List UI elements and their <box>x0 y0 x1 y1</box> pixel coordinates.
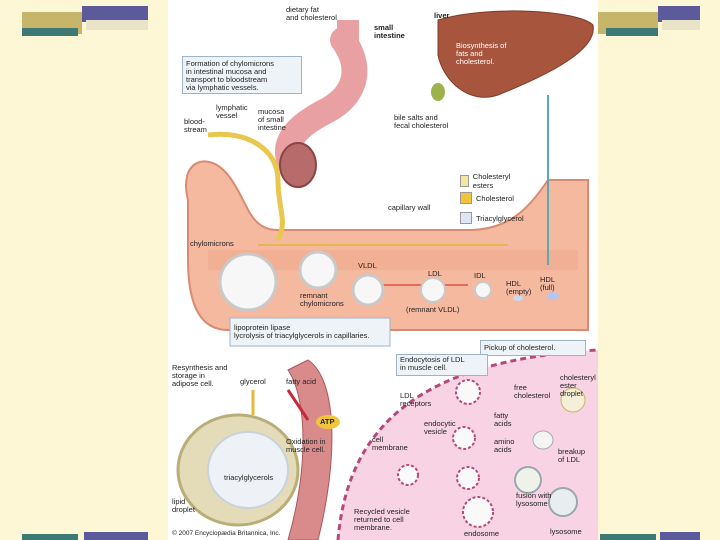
label-oxidation: Oxidation in muscle cell. <box>286 437 326 454</box>
label-vldl: VLDL <box>358 261 377 270</box>
label-mucosa: mucosa of small intestine <box>258 107 286 132</box>
liver-shape <box>437 10 594 98</box>
pickup-box <box>480 340 586 356</box>
label-bile-salts: bile salts and fecal cholesterol <box>394 113 449 130</box>
label-pickup: Pickup of cholesterol. <box>484 343 556 352</box>
label-copyright: © 2007 Encyclopædia Britannica, Inc. <box>172 530 281 537</box>
label-cholesteryl-ester-droplet: cholesteryl ester droplet <box>560 373 596 398</box>
label-fatty-acids: fatty acids <box>494 411 512 428</box>
lipid-metabolism-diagram: dietary fat and cholesterol small intest… <box>168 0 598 540</box>
label-ldl-receptors: LDL receptors <box>400 391 432 408</box>
idl-particle <box>474 281 492 299</box>
bottom-left-block-blue <box>84 532 148 540</box>
vesicle-3 <box>456 466 480 490</box>
label-endocytosis: Endocytosis of LDL in muscle cell. <box>400 355 465 372</box>
cholesterol-icon <box>460 192 472 204</box>
label-hdl-empty: HDL (empty) <box>506 279 532 296</box>
top-left-block-light <box>86 20 148 30</box>
label-formation: Formation of chylomicrons in intestinal … <box>186 59 274 92</box>
chylomicron-medium <box>298 250 338 290</box>
legend-label: Cholesteryl esters <box>472 172 511 190</box>
top-right-block-light <box>662 20 700 30</box>
vesicle-1 <box>455 379 481 405</box>
bottom-right-block-blue <box>660 532 700 540</box>
label-glycerol: glycerol <box>240 377 266 386</box>
chylomicron-large <box>218 252 278 312</box>
label-endosome: endosome <box>464 529 500 538</box>
legend-label: Cholesterol <box>476 193 514 203</box>
gallbladder <box>431 83 445 101</box>
label-remnant-vldl: (remnant VLDL) <box>406 305 460 314</box>
vldl-particle <box>420 277 446 303</box>
endosome-shape <box>462 496 494 528</box>
label-resynthesis: Resynthesis and storage in adipose cell. <box>172 363 228 388</box>
legend-item-cholesteryl-esters: Cholesteryl esters <box>460 172 514 190</box>
label-ldl: LDL <box>428 269 442 278</box>
label-biosynthesis: Biosynthesis of fats and cholesterol. <box>456 41 507 66</box>
label-chylomicrons: chylomicrons <box>190 239 234 248</box>
top-right-block-blue <box>658 6 700 22</box>
label-lysosome: lysosome <box>550 527 582 536</box>
label-endocytic-vesicle: endocytic vesicle <box>424 419 456 436</box>
triacylglycerol-icon <box>460 212 472 224</box>
legend-item-cholesterol: Cholesterol <box>460 192 514 204</box>
legend-item-triacylglycerol: Triacylglycerol <box>460 212 524 224</box>
legend-label: Triacylglycerol <box>476 213 524 223</box>
lipase-box <box>229 317 391 347</box>
lysosome-shape <box>548 487 578 517</box>
label-lipoprotein-lipase: lipoprotein lipase lycrolysis of triacyl… <box>234 323 370 340</box>
label-amino-acids: amino acids <box>494 437 515 454</box>
lymphatic-vessel-path <box>207 131 285 242</box>
hdl-empty-particle <box>513 295 523 301</box>
label-idl: IDL <box>474 271 486 280</box>
label-small-intestine: small intestine <box>374 23 405 40</box>
vesicle-2 <box>452 426 476 450</box>
bottom-right-block-teal <box>600 534 656 540</box>
muscle-fiber <box>287 359 333 540</box>
label-lymphatic-vessel: lymphatic vessel <box>216 103 248 120</box>
label-capillary-wall: capillary wall <box>388 203 431 212</box>
arrow-fatty-acid <box>286 389 310 421</box>
label-cell-membrane: cell membrane <box>372 435 408 452</box>
hdl-full-particle <box>547 292 559 300</box>
bottom-left-block-teal <box>22 534 78 540</box>
top-left-block-teal <box>22 28 78 36</box>
lipid-droplet-shape <box>207 431 289 509</box>
vesicle-4 <box>397 464 419 486</box>
endocytosis-box <box>396 354 488 376</box>
label-dietary-fat: dietary fat and cholesterol <box>286 5 337 22</box>
top-right-block-teal <box>606 28 658 36</box>
label-fatty-acid: fatty acid <box>286 377 317 386</box>
top-left-block-blue <box>82 6 148 22</box>
diagram-artwork <box>176 10 598 540</box>
label-free-cholesterol: free cholesterol <box>514 383 551 400</box>
label-breakup-ldl: breakup of LDL <box>558 447 586 464</box>
label-lipid-droplet: lipid droplet <box>172 497 195 514</box>
label-hdl-full: HDL (full) <box>540 275 556 292</box>
label-remnant-chylomicrons: remnant chylomicrons <box>300 291 344 308</box>
muscle-cell-membrane <box>336 348 598 540</box>
ester-droplet-shape <box>560 387 586 413</box>
label-liver: liver <box>434 11 450 20</box>
fusion-shape <box>514 466 542 494</box>
label-triacylglycerols: triacylglycerols <box>224 473 274 482</box>
remnant-chylomicron <box>351 273 385 307</box>
label-bloodstream: blood- stream <box>184 117 207 134</box>
label-fusion-lysosome: fusion with lysosome <box>516 491 552 508</box>
formation-box <box>182 56 302 94</box>
atp-burst <box>316 415 340 429</box>
intestine-cross-section <box>279 142 317 188</box>
cholesteryl-ester-icon <box>460 175 469 187</box>
label-atp: ATP <box>320 417 335 426</box>
breakup-ldl-shape <box>532 430 554 450</box>
label-recycled-vesicle: Recycled vesicle returned to cell membra… <box>354 507 410 532</box>
